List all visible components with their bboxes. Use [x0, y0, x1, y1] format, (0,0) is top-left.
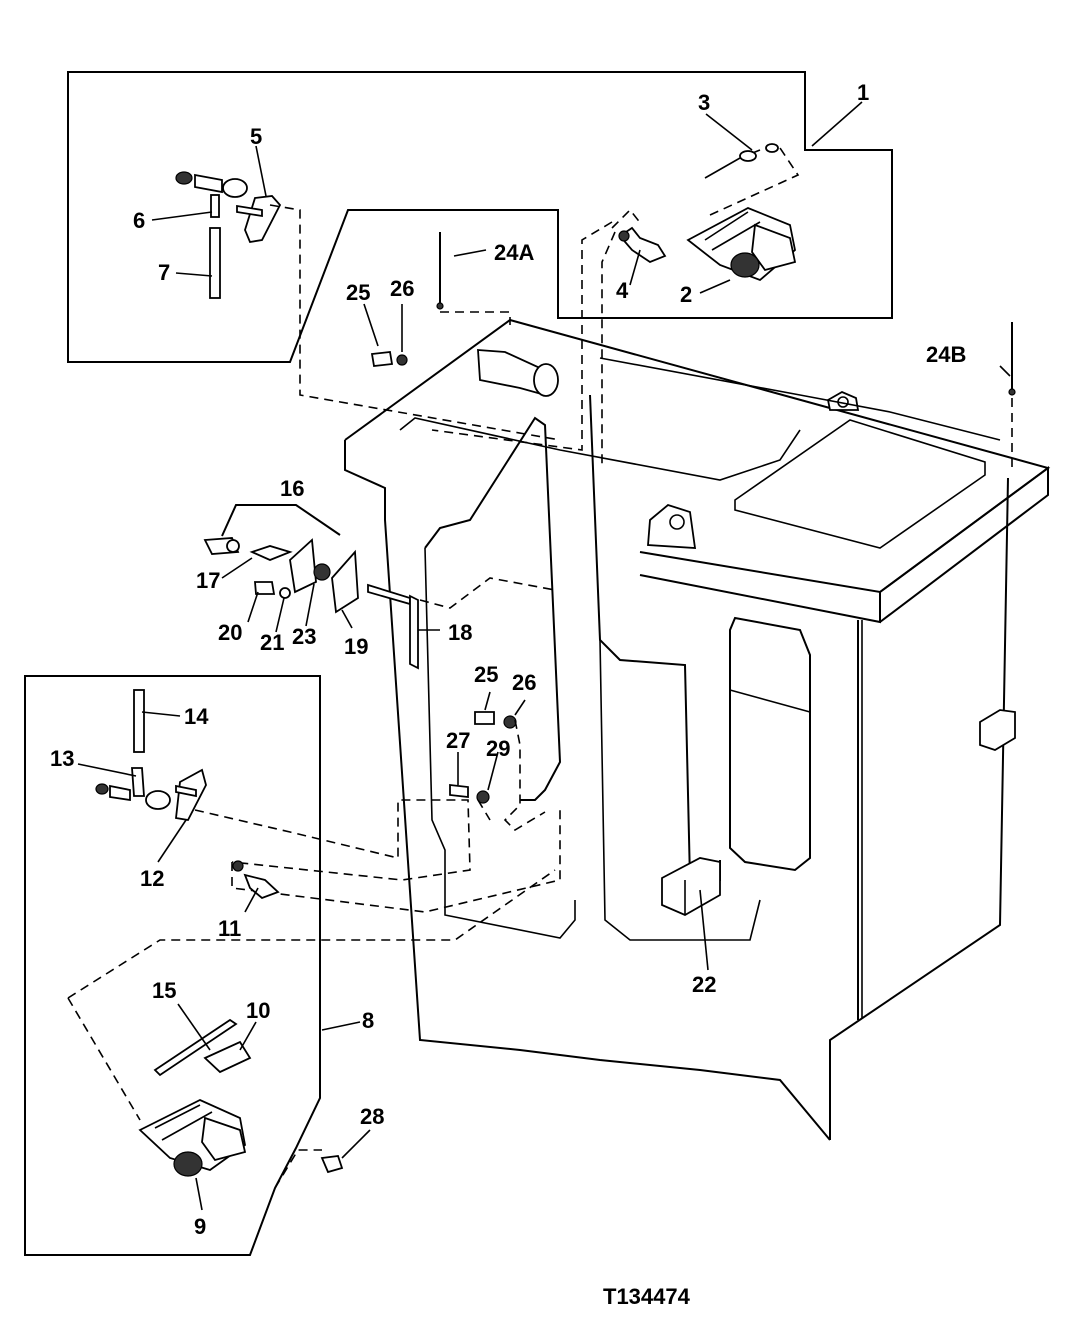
- callout-21: 21: [260, 630, 284, 655]
- callout-6: 6: [133, 208, 145, 233]
- callout-28: 28: [360, 1104, 384, 1129]
- callout-7: 7: [158, 260, 170, 285]
- callout-15: 15: [152, 978, 176, 1003]
- assembly-box-upper: [67, 71, 893, 363]
- callout-26-lower: 26: [512, 670, 536, 695]
- callout-9: 9: [194, 1214, 206, 1239]
- callout-5: 5: [250, 124, 262, 149]
- wiper-motor-lower: [138, 1099, 247, 1177]
- callout-25-upper: 25: [346, 280, 370, 305]
- callout-26-upper: 26: [390, 276, 414, 301]
- cab-structure: [344, 318, 1051, 1141]
- antenna-24a: [436, 232, 444, 310]
- washer-nozzle-upper: [618, 226, 667, 264]
- bolt-25-upper: [370, 351, 408, 367]
- callout-23: 23: [292, 624, 316, 649]
- callout-17: 17: [196, 568, 220, 593]
- assembly-box-lower: [24, 675, 321, 1256]
- wiper-arm-lower: [153, 1018, 252, 1077]
- nut-28: [320, 1155, 344, 1174]
- callout-22: 22: [692, 972, 716, 997]
- callout-1: 1: [857, 80, 869, 105]
- leader-lower-left: [194, 799, 561, 913]
- callout-4: 4: [616, 278, 629, 303]
- callout-10: 10: [246, 998, 270, 1023]
- leader-bolts-lower: [477, 719, 546, 832]
- wiper-pivot-lower: [95, 689, 207, 821]
- callout-2: 2: [680, 282, 692, 307]
- wiper-harness-upper: [704, 143, 779, 179]
- callout-24a: 24A: [494, 240, 534, 265]
- antenna-24b: [1008, 322, 1016, 396]
- callout-14: 14: [184, 704, 209, 729]
- mirror-mount-assembly: [203, 504, 419, 670]
- callout-20: 20: [218, 620, 242, 645]
- bolt-25-lower: [474, 711, 517, 729]
- figure-id: T134474: [603, 1284, 691, 1309]
- wiper-pivot-upper: [175, 171, 282, 299]
- assembly-box-lower-dashed: [67, 869, 556, 1189]
- leader-24a: [440, 311, 511, 325]
- callout-18: 18: [448, 620, 472, 645]
- callout-25-lower: 25: [474, 662, 498, 687]
- callout-3: 3: [698, 90, 710, 115]
- callout-leaders: [77, 101, 1011, 1211]
- callout-8: 8: [362, 1008, 374, 1033]
- callout-27: 27: [446, 728, 470, 753]
- callout-labels: 1 3 2 4 5 6 7 24A 24B 25 26 16 17 20 21 …: [50, 80, 966, 1239]
- callout-13: 13: [50, 746, 74, 771]
- bolt-27: [449, 783, 490, 804]
- callout-12: 12: [140, 866, 164, 891]
- callout-11: 11: [218, 916, 241, 941]
- leader-upper-left: [269, 204, 561, 441]
- leader-upper-right: [431, 147, 800, 465]
- callout-19: 19: [344, 634, 368, 659]
- callout-29: 29: [486, 736, 510, 761]
- callout-24b: 24B: [926, 342, 966, 367]
- leader-mirror: [419, 577, 556, 609]
- callout-16: 16: [280, 476, 304, 501]
- washer-nozzle-lower: [232, 860, 280, 900]
- wiper-motor-upper: [686, 207, 797, 282]
